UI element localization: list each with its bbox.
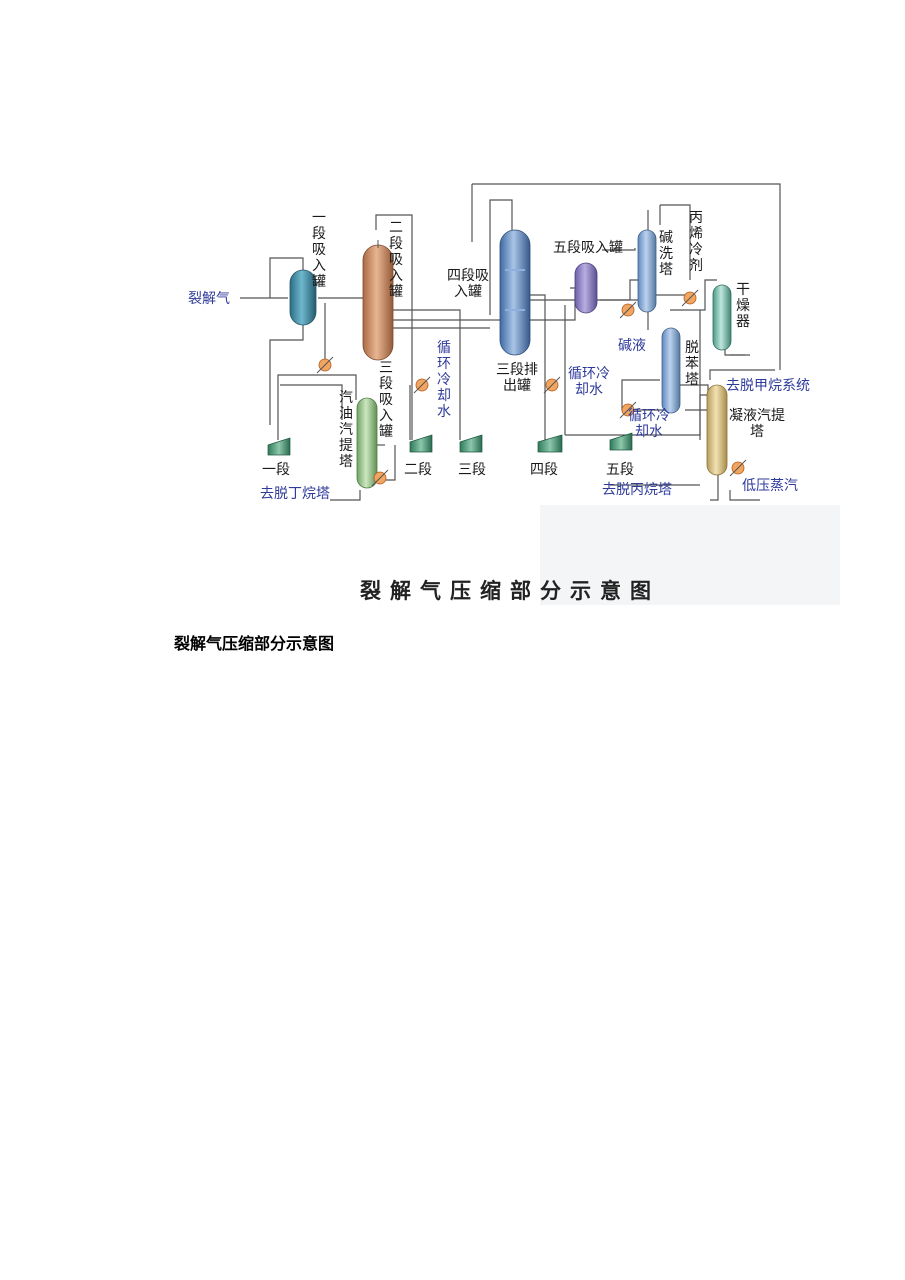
drum1-vessel (289, 269, 317, 326)
compressor-stage1 (267, 437, 291, 456)
label-low-pressure-steam: 低压蒸汽 (742, 478, 798, 494)
label-drum4: 四段吸入罐 (447, 268, 489, 300)
label-drum3: 三段吸入罐 (379, 360, 393, 440)
process-flow-diagram: 裂解气 一段吸入罐 二段吸入罐 三段吸入罐 四段吸入罐 三段排出罐 五段吸入罐 … (170, 170, 850, 615)
drum4-vessel (499, 229, 531, 356)
label-feed: 裂解气 (188, 291, 230, 307)
label-gasoline-stripper: 汽油汽提塔 (339, 390, 353, 470)
label-condensate-stripper: 凝液汽提塔 (729, 408, 785, 440)
label-caustic-tower: 碱洗塔 (659, 230, 673, 278)
label-caustic-liquid: 碱液 (618, 338, 646, 354)
vessels (289, 229, 732, 489)
condensate-stripper-vessel (706, 384, 728, 476)
label-dryer: 干燥器 (736, 282, 750, 330)
caption: 裂解气压缩部分示意图 (174, 634, 335, 653)
label-drum3-out: 三段排出罐 (496, 362, 538, 394)
compressor-stage3 (459, 434, 483, 453)
drum5-vessel (574, 262, 598, 314)
caustic-tower-vessel (637, 229, 657, 313)
label-to-demethanizer: 去脱甲烷系统 (726, 378, 810, 394)
label-stage3: 三段 (458, 462, 486, 478)
diagram-drawing (240, 183, 840, 605)
label-stage1: 一段 (262, 462, 290, 478)
debenzene-tower-vessel (661, 327, 681, 414)
label-stage5: 五段 (606, 462, 634, 478)
label-stage4: 四段 (530, 462, 558, 478)
label-drum2: 二段吸入罐 (389, 220, 403, 300)
label-to-depropanizer: 去脱丙烷塔 (602, 482, 672, 498)
exchanger-slashes (316, 289, 747, 487)
label-stage2: 二段 (404, 462, 432, 478)
compressor-stage5 (609, 432, 633, 451)
label-propylene-refrigerant: 丙烯冷剂 (689, 210, 703, 274)
dryer-vessel (712, 284, 732, 351)
label-drum1: 一段吸入罐 (312, 210, 326, 290)
background-band (540, 505, 840, 605)
label-debenzene-tower: 脱苯塔 (685, 340, 699, 388)
label-drum5: 五段吸入罐 (553, 240, 623, 256)
compressor-stage2 (409, 434, 433, 453)
gasoline-stripper-vessel (356, 397, 378, 489)
compressors (267, 432, 633, 456)
label-cooling-water-2: 循环冷却水 (568, 366, 610, 398)
compressor-stage4 (537, 434, 563, 453)
label-to-debutanizer: 去脱丁烷塔 (260, 486, 330, 502)
label-cooling-water-1: 循环冷却水 (437, 340, 451, 420)
figure-title: 裂解气压缩部分示意图 (360, 578, 660, 603)
label-cooling-water-3: 循环冷却水 (628, 408, 670, 440)
